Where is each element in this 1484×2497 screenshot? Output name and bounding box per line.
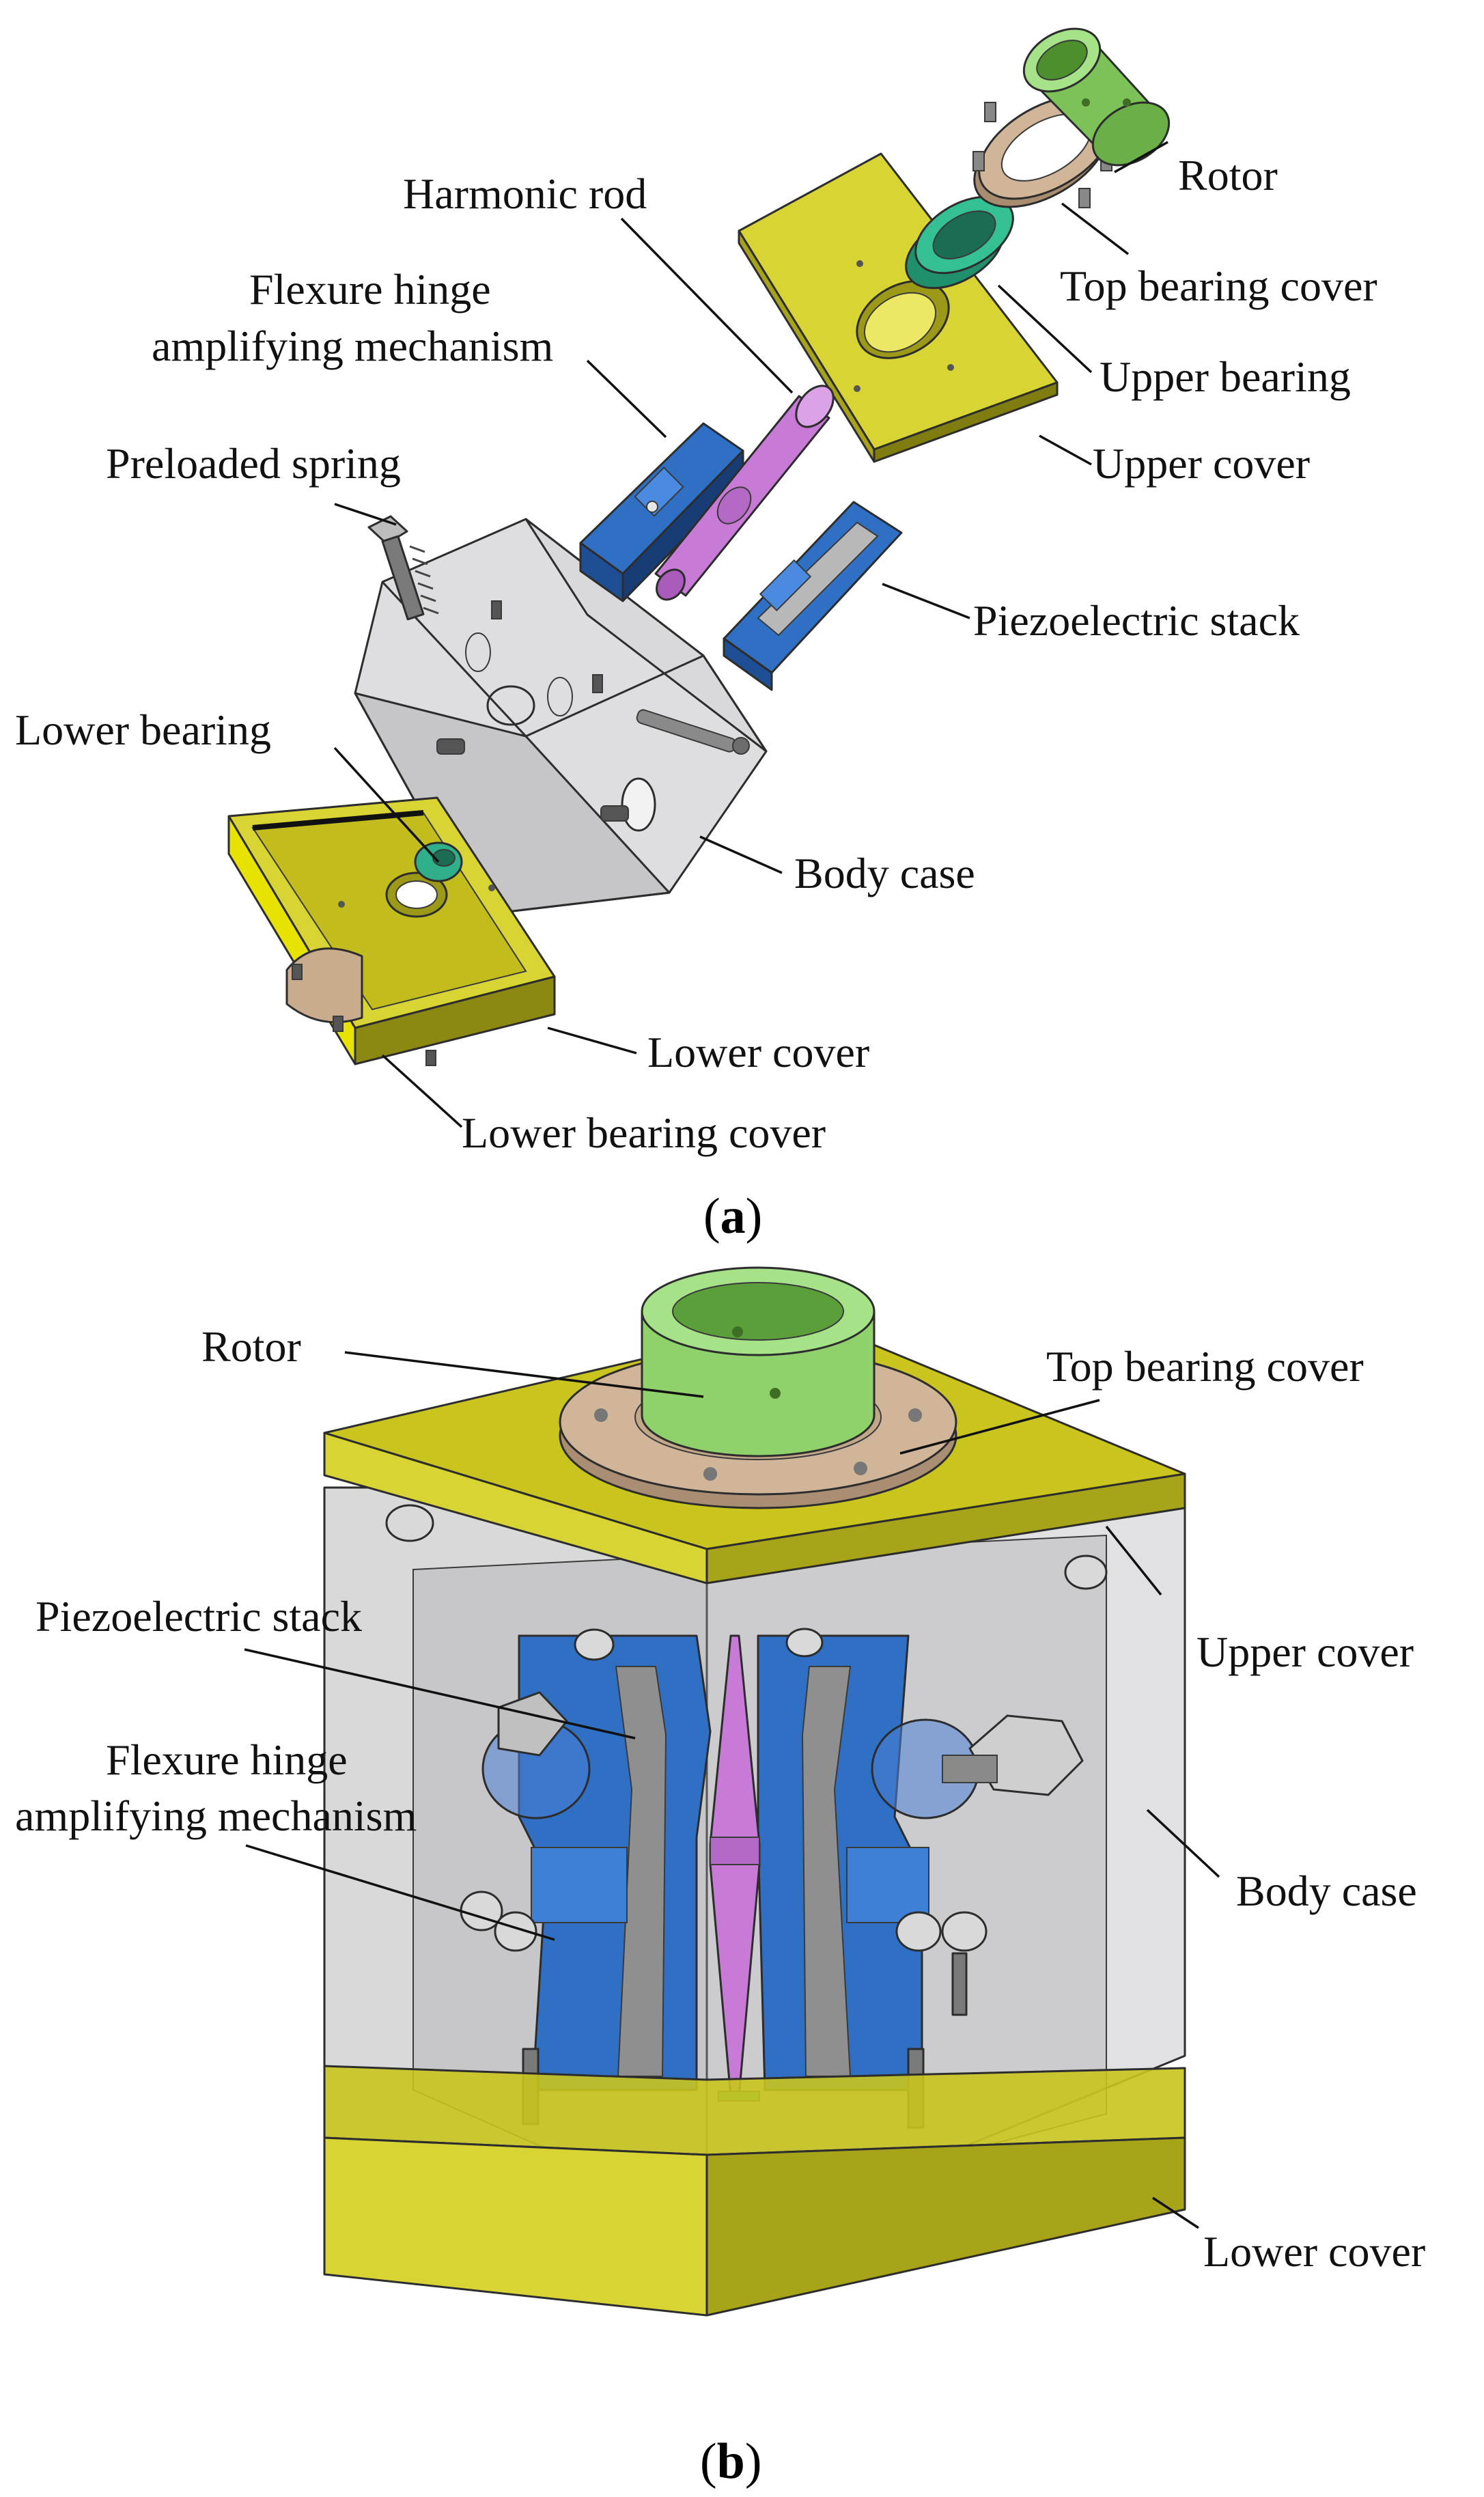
label-a-upper-cover: Upper cover xyxy=(1093,439,1310,488)
label-a-flexure-hinge-line2: amplifying mechanism xyxy=(152,322,553,370)
upper-bearing xyxy=(905,195,1014,290)
label-b-piezoelectric-stack: Piezoelectric stack xyxy=(36,1592,362,1641)
label-b-flexure-hinge-line1: Flexure hinge xyxy=(106,1735,348,1784)
harmonic-rod xyxy=(654,385,835,601)
label-a-rotor: Rotor xyxy=(1178,151,1278,199)
label-a-harmonic-rod: Harmonic rod xyxy=(403,169,647,218)
panel-a-exploded-view: Rotor Harmonic rod Top bearing cover Fle… xyxy=(15,27,1377,1244)
body-case xyxy=(354,518,768,917)
rotor xyxy=(1022,27,1171,167)
lower-cover-assembled xyxy=(323,2065,1186,2317)
label-b-top-bearing-cover: Top bearing cover xyxy=(1046,1342,1364,1391)
label-a-flexure-hinge-line1: Flexure hinge xyxy=(249,265,491,313)
preloaded-spring xyxy=(367,515,439,621)
label-b-upper-cover: Upper cover xyxy=(1196,1628,1414,1676)
upper-cover-plate xyxy=(738,152,1059,463)
leader-lines-a xyxy=(333,141,1168,1128)
piezoelectric-stack-frame xyxy=(723,501,903,691)
label-a-lower-bearing-cover: Lower bearing cover xyxy=(462,1108,826,1157)
rotor-assembled xyxy=(641,1266,876,1457)
caption-a: (a) xyxy=(703,1188,762,1244)
label-a-lower-cover: Lower cover xyxy=(647,1028,869,1076)
lower-bearing-cover xyxy=(285,947,436,1066)
caption-b: (b) xyxy=(700,2433,761,2489)
label-b-rotor: Rotor xyxy=(201,1322,301,1371)
flexure-hinge-mechanism xyxy=(579,422,744,602)
label-a-preloaded-spring: Preloaded spring xyxy=(106,439,401,488)
lower-cover-plate xyxy=(227,796,556,1065)
label-a-piezoelectric-stack: Piezoelectric stack xyxy=(973,596,1300,645)
label-a-lower-bearing: Lower bearing xyxy=(15,706,271,754)
leader-lines-b xyxy=(244,1351,1220,2229)
side-screw-rod xyxy=(636,709,750,755)
label-a-body-case: Body case xyxy=(794,849,975,897)
label-b-flexure-hinge-line2: amplifying mechanism xyxy=(15,1791,417,1840)
label-b-lower-cover: Lower cover xyxy=(1203,2227,1425,2276)
label-a-top-bearing-cover: Top bearing cover xyxy=(1060,262,1377,310)
panel-b-assembled-view: Rotor Top bearing cover Piezoelectric st… xyxy=(15,1266,1425,2489)
label-b-body-case: Body case xyxy=(1236,1867,1417,1915)
label-a-upper-bearing: Upper bearing xyxy=(1100,352,1351,401)
side-ports-assembled xyxy=(481,1691,1084,1819)
